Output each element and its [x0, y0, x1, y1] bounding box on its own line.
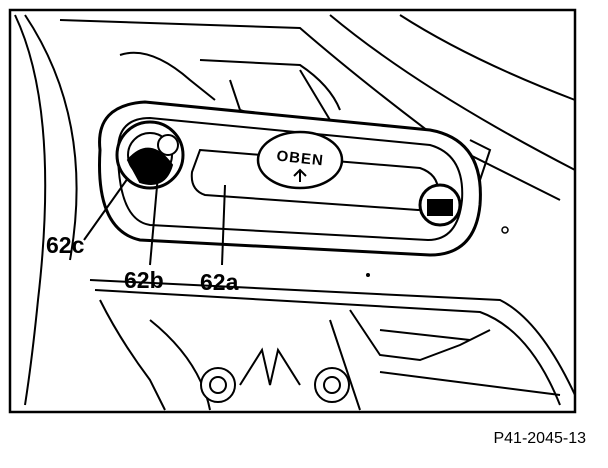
lower-bolts: [200, 347, 350, 403]
callout-62a: 62a: [200, 269, 239, 295]
small-dot: [501, 226, 509, 234]
callout-62c: 62c: [46, 232, 85, 258]
figure-code: P41-2045-13: [493, 430, 586, 447]
hex-bolt-left: [115, 120, 185, 190]
figure-frame: [8, 8, 577, 414]
hex-bolt-right: [418, 183, 462, 227]
small-dot: [366, 273, 370, 277]
oben-stamp: OBEN: [256, 130, 344, 190]
background-structure: [14, 14, 576, 411]
oben-stamp-text: OBEN: [276, 148, 325, 170]
leader-lines: [83, 174, 226, 266]
callout-62b: 62b: [124, 267, 164, 293]
